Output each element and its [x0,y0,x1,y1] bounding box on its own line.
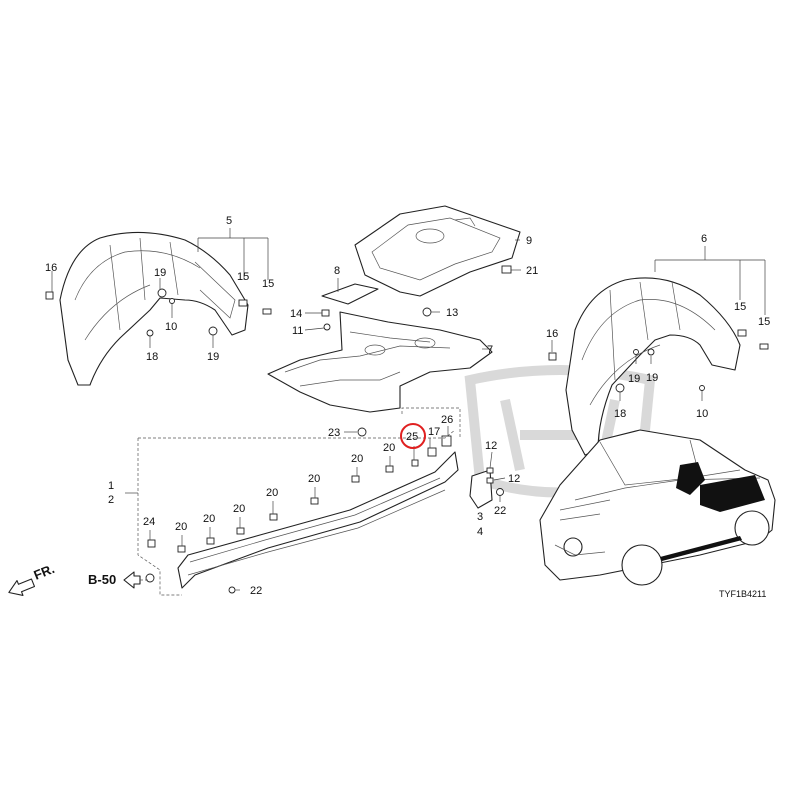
callout-20[interactable]: 20 [233,503,245,515]
callout-10[interactable]: 10 [696,408,708,420]
front-left-inner-fender[interactable] [59,231,249,386]
callout-26[interactable]: 26 [441,414,453,426]
callout-22[interactable]: 22 [250,585,262,597]
callout-18[interactable]: 18 [614,408,626,420]
callout-12[interactable]: 12 [485,440,497,452]
highlight-ring [400,423,426,449]
callout-20[interactable]: 20 [383,442,395,454]
fasteners-center [321,265,512,331]
callout-20[interactable]: 20 [351,453,363,465]
callout-20[interactable]: 20 [203,513,215,525]
callout-15[interactable]: 15 [237,271,249,283]
callout-19[interactable]: 19 [646,372,658,384]
callout-7[interactable]: 7 [487,344,493,356]
fasteners-right [548,329,769,393]
callout-9[interactable]: 9 [526,235,532,247]
callout-labels: 5 15 15 16 19 10 18 19 9 8 21 14 13 11 7… [45,215,770,597]
callout-8[interactable]: 8 [334,265,340,277]
mud-guard[interactable] [469,467,504,509]
callout-24[interactable]: 24 [143,516,155,528]
diagram-code: TYF1B4211 [719,589,766,599]
callout-14[interactable]: 14 [290,308,302,320]
leader-lines [51,228,766,591]
direction-label: FR. [32,561,57,583]
side-sill-garnish[interactable] [177,451,459,589]
fasteners-left [45,288,272,337]
callout-3[interactable]: 3 [477,511,483,523]
callout-4[interactable]: 4 [477,526,483,538]
callout-19[interactable]: 19 [628,373,640,385]
reference-label: B-50 [88,572,116,587]
callout-22[interactable]: 22 [494,505,506,517]
callout-20[interactable]: 20 [308,473,320,485]
under-cover-bracket[interactable] [321,283,379,305]
callout-15[interactable]: 15 [734,301,746,313]
vehicle-silhouette [539,429,776,586]
group-frames [137,407,461,596]
callout-21[interactable]: 21 [526,265,538,277]
callout-11[interactable]: 11 [292,325,303,337]
callout-6[interactable]: 6 [701,233,707,245]
callout-20[interactable]: 20 [175,521,187,533]
callout-19[interactable]: 19 [154,267,166,279]
callout-10[interactable]: 10 [165,321,177,333]
callout-19[interactable]: 19 [207,351,219,363]
callout-13[interactable]: 13 [446,307,458,319]
callout-15[interactable]: 15 [758,316,770,328]
callout-16[interactable]: 16 [546,328,558,340]
sill-clips [145,427,452,594]
callout-1[interactable]: 1 [108,480,114,492]
callout-17[interactable]: 17 [428,426,440,438]
engine-under-cover[interactable] [354,205,521,297]
front-right-inner-fender[interactable] [565,277,741,456]
callout-16[interactable]: 16 [45,262,57,274]
section-reference[interactable]: B-50 [88,571,150,589]
center-under-cover[interactable] [267,311,493,413]
callout-18[interactable]: 18 [146,351,158,363]
callout-23[interactable]: 23 [328,427,340,439]
callout-15[interactable]: 15 [262,278,274,290]
callout-5[interactable]: 5 [226,215,232,227]
callout-12[interactable]: 12 [508,473,520,485]
callout-25[interactable]: 25 [406,431,418,443]
callout-20[interactable]: 20 [266,487,278,499]
callout-2[interactable]: 2 [108,494,114,506]
front-direction-indicator: FR. [8,561,57,596]
